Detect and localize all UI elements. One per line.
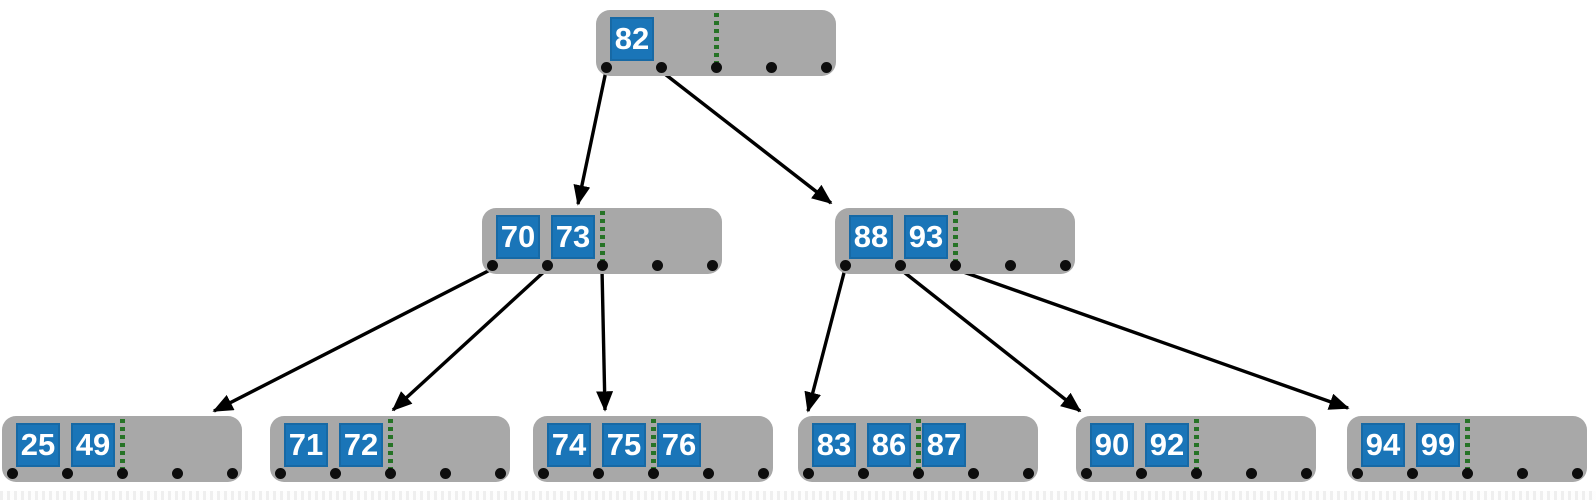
pointer-dot-0 (1351, 467, 1363, 479)
pointer-dot-4 (1300, 467, 1312, 479)
pointer-dot-1 (541, 259, 553, 271)
key-76: 76 (657, 423, 701, 467)
key-99: 99 (1416, 423, 1460, 467)
pointer-dot-0 (486, 259, 498, 271)
pointer-dot-3 (1004, 259, 1016, 271)
key-86: 86 (867, 423, 911, 467)
pointer-dot-1 (61, 467, 73, 479)
pointer-dot-3 (171, 467, 183, 479)
pointer-dot-3 (702, 467, 714, 479)
pointer-dot-2 (384, 467, 396, 479)
separator-dotted-line (714, 13, 719, 68)
key-71: 71 (284, 423, 328, 467)
edge-n88-93-to-n83-86-87 (804, 268, 847, 413)
bottom-artifact-band (0, 491, 1596, 500)
pointer-dot-3 (651, 259, 663, 271)
pointer-dot-1 (592, 467, 604, 479)
edge-n70-73-to-n74-75-76 (596, 268, 614, 412)
edge-n70-73-to-n71-72 (391, 267, 549, 412)
pointer-dot-0 (274, 467, 286, 479)
separator-dotted-line (953, 211, 958, 266)
key-25: 25 (16, 423, 60, 467)
edge-n70-73-to-n25-49 (212, 267, 493, 413)
pointer-dot-1 (857, 467, 869, 479)
key-88: 88 (849, 215, 893, 259)
pointer-dot-3 (967, 467, 979, 479)
pointer-dot-4 (1059, 259, 1071, 271)
pointer-dot-2 (1461, 467, 1473, 479)
key-94: 94 (1361, 423, 1405, 467)
pointer-dot-4 (226, 467, 238, 479)
pointer-dot-1 (655, 61, 667, 73)
pointer-dot-1 (329, 467, 341, 479)
key-93: 93 (904, 215, 948, 259)
key-49: 49 (71, 423, 115, 467)
pointer-dot-3 (765, 61, 777, 73)
pointer-dot-2 (1190, 467, 1202, 479)
key-72: 72 (339, 423, 383, 467)
pointer-dot-4 (706, 259, 718, 271)
key-75: 75 (602, 423, 646, 467)
pointer-dot-4 (1571, 467, 1583, 479)
separator-dotted-line (1194, 419, 1199, 474)
pointer-dot-2 (116, 467, 128, 479)
pointer-dot-4 (1022, 467, 1034, 479)
separator-dotted-line (120, 419, 125, 474)
key-74: 74 (547, 423, 591, 467)
pointer-dot-0 (1080, 467, 1092, 479)
pointer-dot-1 (1406, 467, 1418, 479)
edge-n88-93-to-n94-99 (954, 267, 1350, 410)
pointer-dot-2 (647, 467, 659, 479)
edge-n88-93-to-n90-92 (898, 267, 1082, 413)
pointer-dot-0 (6, 467, 18, 479)
pointer-dot-0 (839, 259, 851, 271)
pointer-dot-3 (1516, 467, 1528, 479)
key-92: 92 (1145, 423, 1189, 467)
pointer-dot-2 (949, 259, 961, 271)
pointer-dot-2 (912, 467, 924, 479)
key-82: 82 (610, 17, 654, 61)
pointer-dot-2 (596, 259, 608, 271)
edge-root-82-to-n70-73 (573, 70, 608, 206)
key-73: 73 (551, 215, 595, 259)
pointer-dot-0 (537, 467, 549, 479)
pointer-dot-3 (1245, 467, 1257, 479)
separator-dotted-line (651, 419, 656, 474)
pointer-dot-0 (600, 61, 612, 73)
btree-node-82: 82 (596, 10, 836, 76)
pointer-dot-2 (710, 61, 722, 73)
separator-dotted-line (600, 211, 605, 266)
key-87: 87 (922, 423, 966, 467)
pointer-dot-4 (494, 467, 506, 479)
edge-root-82-to-n88-93 (659, 69, 833, 205)
separator-dotted-line (1465, 419, 1470, 474)
pointer-dot-3 (439, 467, 451, 479)
key-83: 83 (812, 423, 856, 467)
pointer-dot-1 (894, 259, 906, 271)
separator-dotted-line (916, 419, 921, 474)
pointer-dot-1 (1135, 467, 1147, 479)
pointer-dot-4 (757, 467, 769, 479)
key-70: 70 (496, 215, 540, 259)
key-90: 90 (1090, 423, 1134, 467)
separator-dotted-line (388, 419, 393, 474)
pointer-dot-4 (820, 61, 832, 73)
pointer-dot-0 (802, 467, 814, 479)
